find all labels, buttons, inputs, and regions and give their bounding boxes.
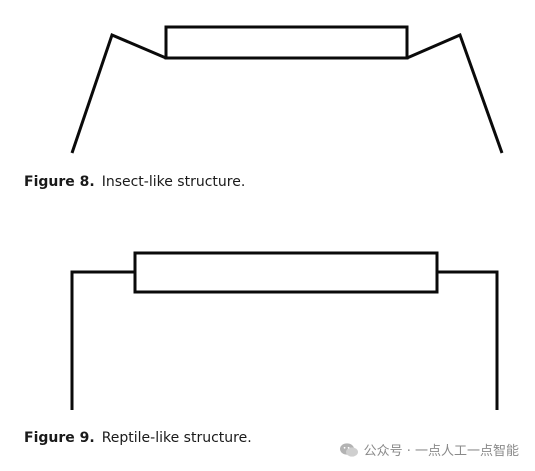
figure-8-diagram [70,25,504,154]
insect-body [164,25,409,60]
wechat-icon [339,442,358,457]
reptile-body [133,251,439,294]
watermark-text: 公众号 · 一点人工一点智能 [363,444,519,459]
figure-9-caption-text: Reptile-like structure. [101,430,252,446]
figure-8-caption: Figure 8. Insect-like structure. [24,174,245,190]
figure-8-label: Figure 8. [24,174,95,190]
insect-left-leg [70,32,167,154]
reptile-right-leg [437,270,499,410]
figure-9-label: Figure 9. [24,430,95,446]
figure-8-caption-text: Insect-like structure. [101,174,246,190]
figure-9-diagram [70,251,499,410]
figure-9-caption: Figure 9. Reptile-like structure. [24,430,252,446]
insect-right-leg [406,32,504,154]
watermark: 公众号 · 一点人工一点智能 [339,440,519,459]
reptile-left-leg [70,270,135,410]
